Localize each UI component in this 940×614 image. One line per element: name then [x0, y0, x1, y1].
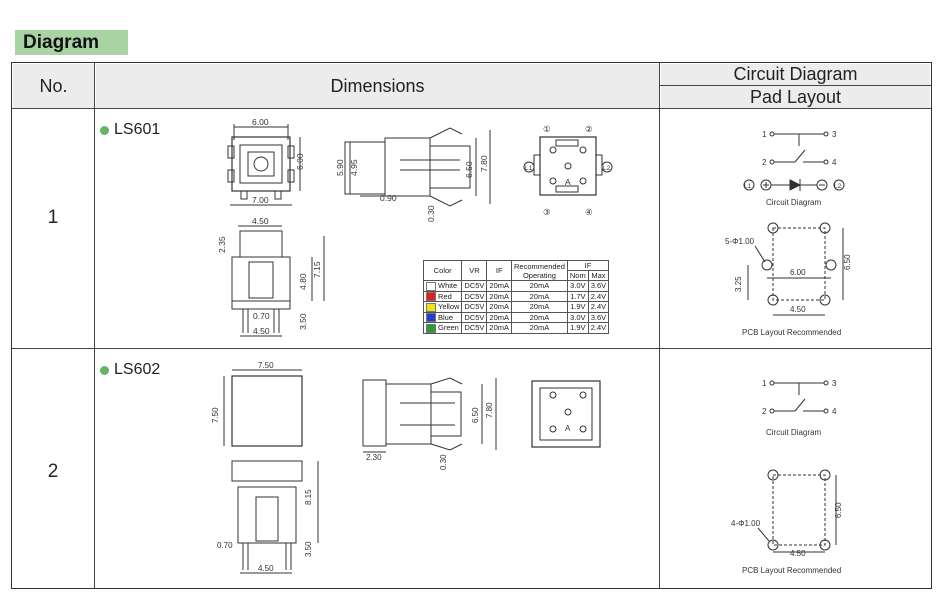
row-divider — [12, 108, 931, 109]
spec-cell-max: 2.4V — [587, 301, 610, 313]
header-pad-layout: Pad Layout — [661, 86, 930, 108]
col-vr: VR — [461, 260, 488, 281]
spec-cell-nom: 3.0V — [566, 280, 589, 292]
diagram-table — [11, 62, 932, 589]
model-name: LS602 — [114, 361, 161, 378]
col-recommended-line1: Recommended — [514, 261, 565, 271]
spec-cell-color: Red — [422, 290, 463, 303]
col-max: Max — [587, 270, 610, 281]
column-divider — [659, 63, 660, 588]
spec-cell-if: 20mA — [486, 301, 513, 313]
color-swatch — [426, 302, 436, 312]
spec-cell-vr: DC5V — [461, 311, 488, 324]
model-name: LS601 — [114, 121, 161, 138]
spec-cell-color: Green — [422, 322, 463, 334]
spec-cell-color: Yellow — [422, 301, 463, 313]
color-swatch — [426, 292, 436, 302]
color-name: Red — [438, 291, 452, 301]
spec-cell-max: 3.6V — [587, 280, 610, 292]
spec-cell-if: 20mA — [486, 290, 513, 303]
col-if: IF — [486, 260, 513, 281]
row-number: 1 — [47, 207, 59, 228]
spec-cell-max: 2.4V — [587, 290, 610, 303]
color-swatch — [426, 313, 436, 323]
spec-cell-op: 20mA — [511, 301, 568, 313]
spec-cell-op: 20mA — [511, 280, 568, 292]
col-recommended-line2: Operating — [522, 270, 556, 280]
bullet-dot — [100, 125, 109, 135]
color-name: White — [438, 281, 458, 290]
spec-cell-op: 20mA — [511, 290, 568, 303]
section-title: Diagram — [15, 30, 128, 55]
header-divider — [660, 85, 931, 86]
color-swatch — [426, 323, 436, 333]
spec-cell-color: White — [422, 280, 463, 292]
col-color: Color — [422, 260, 463, 281]
color-swatch — [426, 281, 436, 291]
spec-cell-op: 20mA — [511, 322, 568, 334]
color-name: Yellow — [438, 302, 460, 312]
spec-cell-if: 20mA — [486, 322, 513, 334]
model-label: LS602 — [100, 361, 160, 379]
spec-cell-nom: 3.0V — [566, 311, 589, 324]
color-name: Blue — [438, 312, 454, 322]
column-divider — [94, 63, 95, 588]
spec-cell-if: 20mA — [486, 311, 513, 324]
header-no: No. — [13, 64, 94, 108]
row-divider — [12, 348, 931, 349]
spec-cell-max: 3.6V — [587, 311, 610, 324]
model-label: LS601 — [100, 121, 160, 139]
spec-cell-vr: DC5V — [461, 290, 488, 303]
spec-cell-color: Blue — [422, 311, 463, 324]
col-if-group: IF — [566, 260, 610, 271]
header-circuit-diagram: Circuit Diagram — [661, 64, 930, 85]
color-name: Green — [438, 323, 459, 333]
spec-cell-op: 20mA — [511, 311, 568, 324]
bullet-dot — [100, 365, 109, 375]
spec-cell-if: 20mA — [486, 280, 513, 292]
spec-cell-vr: DC5V — [461, 280, 488, 292]
row-number: 2 — [47, 461, 59, 482]
spec-cell-nom: 1.9V — [566, 301, 589, 313]
spec-cell-vr: DC5V — [461, 322, 488, 334]
spec-cell-nom: 1.7V — [566, 290, 589, 303]
col-nom: Nom — [566, 270, 589, 281]
spec-cell-nom: 1.9V — [566, 322, 589, 334]
spec-cell-max: 2.4V — [587, 322, 610, 334]
spec-cell-vr: DC5V — [461, 301, 488, 313]
header-dimensions: Dimensions — [96, 64, 659, 108]
